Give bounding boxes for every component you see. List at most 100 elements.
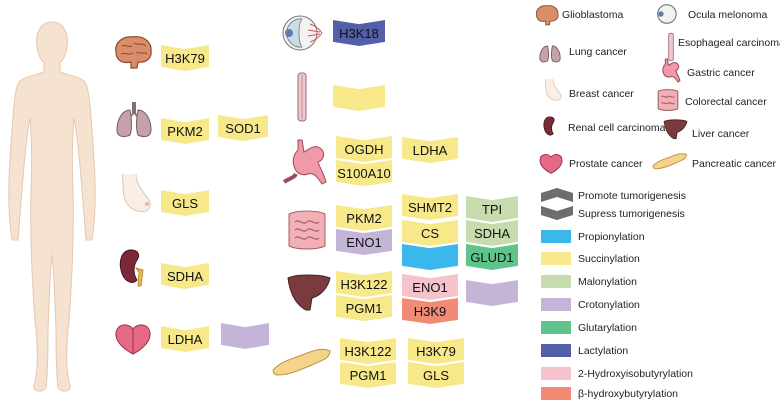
promote-arrow-icon [541,188,573,202]
gastric-cancer-legend-label: Gastric cancer [687,67,755,79]
stomach-icon [282,139,327,185]
glioblastoma-legend-label: Glioblastoma [562,9,624,21]
tag-label: GLS [171,196,198,211]
tag-label: OGDH [344,142,384,157]
gastric-cancer-legend-icon [662,58,681,83]
suppress-arrow-icon [541,206,573,220]
lung-cancer-legend-icon [539,45,561,63]
tag-label: PKM2 [346,211,382,226]
pkm2-colon-tag: PKM2 [336,205,392,231]
propionylation-swatch [541,230,571,243]
gls-breast-tag: GLS [161,190,209,216]
h3k9-liver-tag: H3K9 [402,298,458,324]
gls-pancreas-tag: GLS [408,362,464,388]
hydroxybutyrylation-legend-label: β-hydroxybutyrylation [578,388,678,400]
ogdh-stomach-tag: OGDH [336,136,392,162]
cs-colon-tag: CS [402,220,458,246]
breast-cancer-legend-icon [544,79,562,101]
esophageal-legend-label: Esophageal carcinoma [678,37,780,49]
intestine-icon [288,210,326,250]
renal-cancer-legend-label: Renal cell carcinoma [568,122,666,134]
liver-cancer-legend-icon [663,119,688,140]
h3k122-liver-tag: H3K122 [336,271,392,297]
tag-label: ENO1 [412,280,448,295]
pancreas-icon [272,348,331,376]
succinylation-swatch [541,252,571,265]
tag-label: LDHA [412,143,448,158]
crotonylation-legend-label: Crotonylation [578,299,640,311]
ocula-melonoma-legend-label: Ocula melonoma [688,9,768,21]
tag-label: LDHA [167,332,203,347]
pancreatic-cancer-legend-label: Pancreatic cancer [692,158,777,170]
eye-icon [282,15,323,51]
liver-icon [287,274,331,311]
malonylation-legend-label: Malonylation [578,276,637,288]
h3k122-pancreas-tag: H3K122 [340,338,396,364]
promote-legend-label: Promote tumorigenesis [578,190,686,202]
pancreatic-cancer-legend-icon [652,153,687,170]
brain-icon [115,36,152,69]
propionylation-colon-tag [402,244,458,270]
tag-label: SDHA [166,269,204,284]
tag-label: H3K79 [416,344,456,359]
breast-cancer-legend-label: Breast cancer [569,88,634,100]
h3k18-eye-tag: H3K18 [333,20,385,46]
sdha-colon-tag: SDHA [466,220,518,246]
tag-label: SDHA [473,226,511,241]
lung-cancer-legend-label: Lung cancer [569,46,627,58]
tag-label: H3K9 [413,304,447,319]
tag-label: PKM2 [167,124,203,139]
tag-label: ENO1 [346,235,382,250]
lactylation-legend-label: Lactylation [578,345,629,357]
shmt2-colon-tag: SHMT2 [402,194,458,220]
eno1-liver-tag: ENO1 [402,274,458,300]
eno1-colon-tag: ENO1 [336,229,392,255]
tag-label: GLUD1 [470,250,514,265]
prostate-cancer-legend-label: Prostate cancer [569,158,643,170]
tpi-colon-tag: TPI [466,196,518,222]
breast-icon [121,173,151,213]
succinylation-legend-label: Succinylation [578,253,640,265]
human-body-icon [8,21,96,392]
malonylation-swatch [541,275,571,288]
tag-label: H3K18 [339,26,379,41]
colorectal-cancer-legend-label: Colorectal cancer [685,96,767,108]
glutarylation-swatch [541,321,571,334]
tag-label: H3K79 [165,51,205,66]
colorectal-cancer-legend-icon [657,89,679,111]
hydroxyisobutyrylation-swatch [541,367,571,380]
ldha-prostate-tag: LDHA [161,326,209,352]
tag-label: TPI [481,202,503,217]
hydroxybutyrylation-swatch [541,387,571,400]
crotonylation-liver-tag [466,280,518,306]
tag-label: SHMT2 [407,200,453,215]
crotonylation-prostate-tag [221,323,269,349]
lungs-icon [116,102,152,138]
tag-label: H3K122 [344,344,392,359]
s100a10-stomach-tag: S100A10 [336,160,392,186]
glutarylation-legend-label: Glutarylation [578,322,637,334]
kidney-icon [119,249,144,287]
h3k79-pancreas-tag: H3K79 [408,338,464,364]
tag-label: GLS [422,368,449,383]
sdha-kidney-tag: SDHA [161,263,209,289]
tag-label: PGM1 [345,301,383,316]
esophageal-legend-icon [668,32,674,62]
ldha-stomach-tag: LDHA [402,137,458,163]
glioblastoma-legend-icon [536,5,559,26]
tag-label: CS [420,226,440,241]
succinylation-esophagus-tag [333,85,385,111]
crotonylation-swatch [541,298,571,311]
tag-label: H3K122 [340,277,388,292]
h3k79-brain-tag: H3K79 [161,45,209,71]
prostate-cancer-legend-icon [539,154,563,174]
hydroxyisobutyrylation-legend-label: 2-Hydroxyisobutyrylation [578,368,693,380]
tag-label: SOD1 [225,121,261,136]
tag-label: PGM1 [349,368,387,383]
tag-label: S100A10 [337,166,391,181]
pgm1-pancreas-tag: PGM1 [340,362,396,388]
prostate-icon [115,324,151,355]
ocula-melonoma-legend-icon [657,4,677,24]
liver-cancer-legend-label: Liver cancer [692,128,750,140]
pkm2-lung-tag: PKM2 [161,118,209,144]
